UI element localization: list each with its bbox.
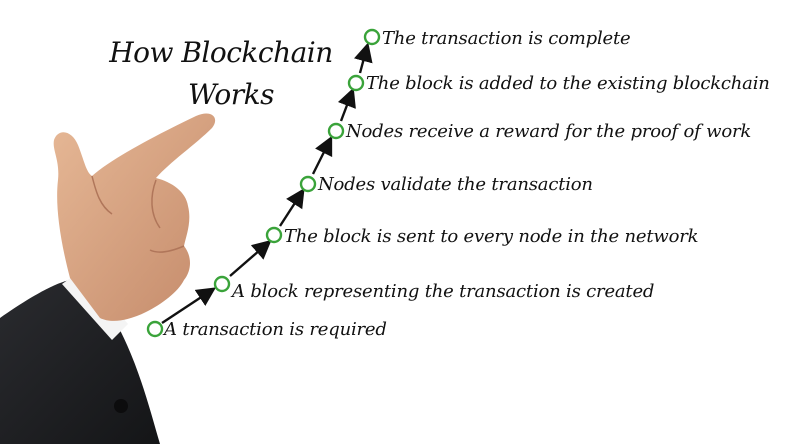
step-node-4 (299, 175, 317, 193)
step-label-3: The block is sent to every node in the n… (284, 226, 699, 247)
node-group (146, 28, 381, 338)
step-label-4: Nodes validate the transaction (318, 174, 593, 195)
step-label-1: A transaction is required (164, 319, 387, 340)
step-node-1 (146, 320, 164, 338)
arrow-1 (161, 287, 217, 325)
arrow-3 (278, 187, 305, 227)
step-label-6: The block is added to the existing block… (366, 73, 770, 94)
pointing-hand-image (0, 113, 216, 444)
title-line-2: Works (188, 78, 274, 111)
arrow-5 (337, 87, 356, 122)
diagram-title: How Blockchain Works (96, 32, 346, 116)
hand (53, 113, 216, 321)
step-label-2: A block representing the transaction is … (232, 281, 655, 302)
step-label-5: Nodes receive a reward for the proof of … (346, 121, 752, 142)
step-node-6 (347, 74, 365, 92)
step-node-7 (363, 28, 381, 46)
step-node-5 (327, 122, 345, 140)
arrow-4 (311, 135, 333, 175)
title-line-1: How Blockchain (109, 36, 333, 69)
arrow-2 (229, 239, 272, 277)
arrow-group (161, 42, 373, 325)
cufflink (114, 399, 128, 413)
step-node-3 (265, 226, 283, 244)
step-node-2 (213, 275, 231, 293)
arrow-6 (353, 42, 373, 74)
step-label-7: The transaction is complete (382, 28, 631, 49)
